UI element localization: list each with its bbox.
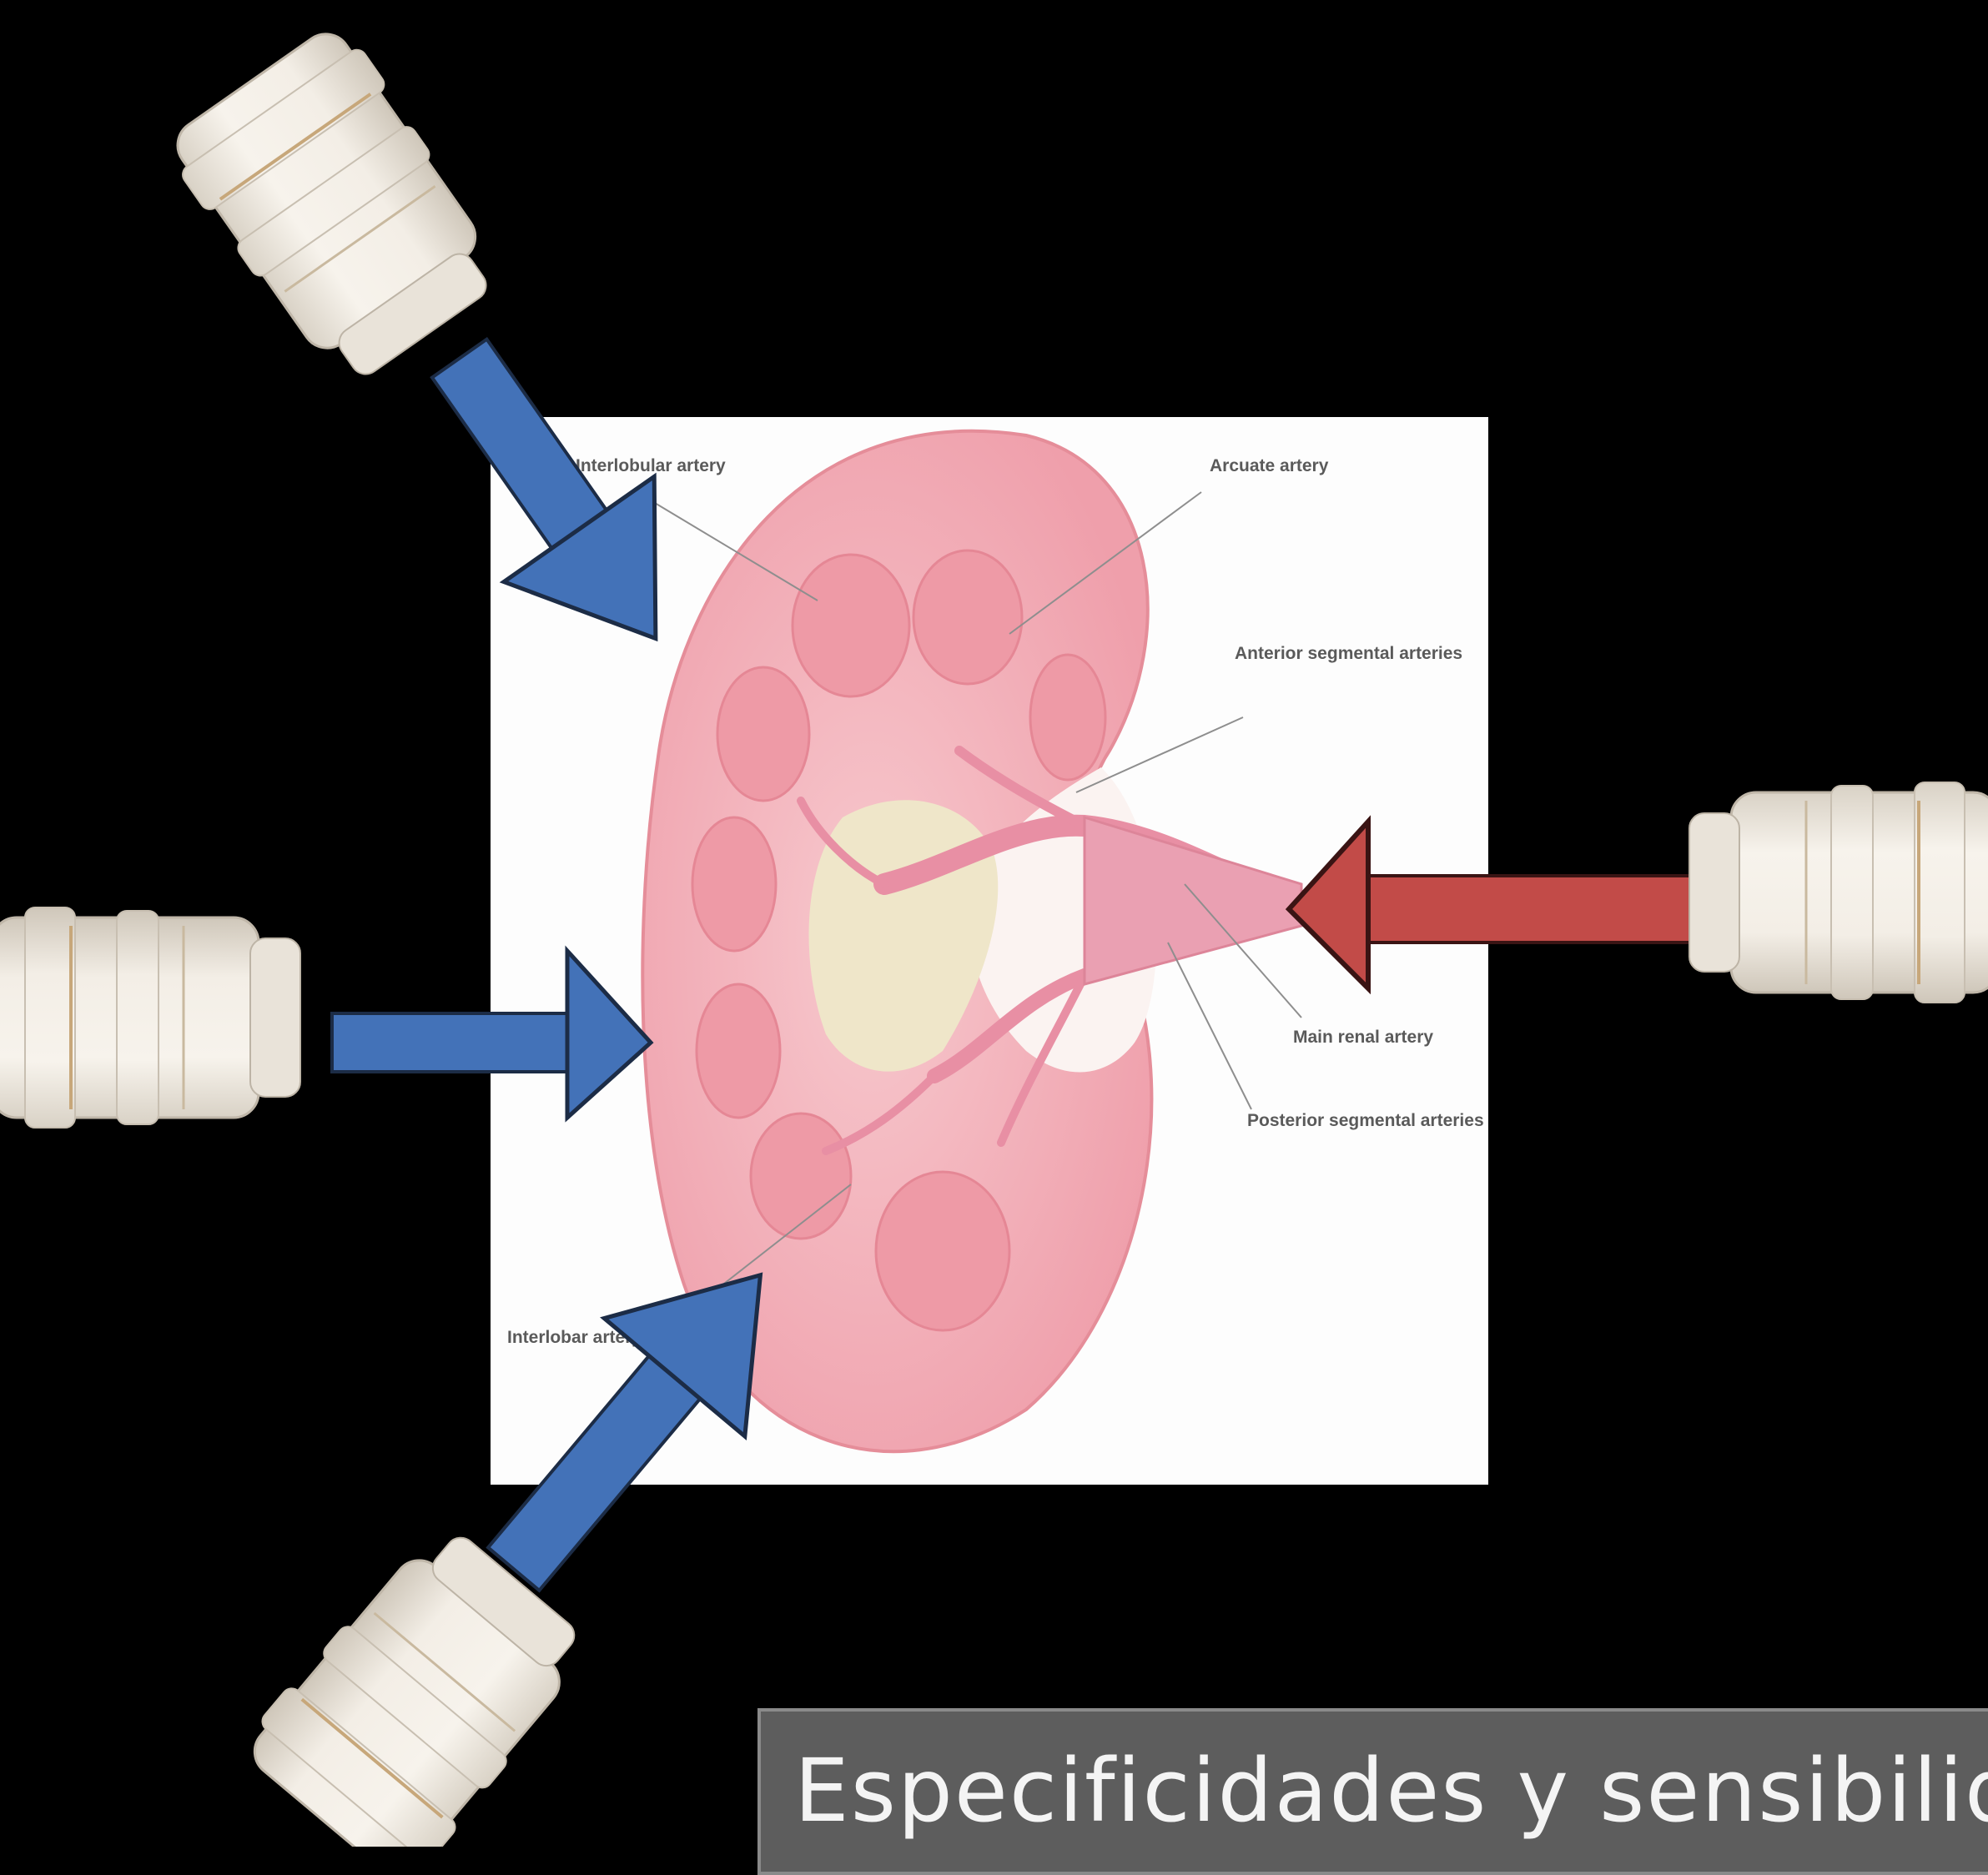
caption-text: Especificidades y sensibilida (794, 1740, 1988, 1842)
label-main-renal: Main renal artery (1293, 1028, 1433, 1047)
ultrasound-probe-icon (159, 18, 516, 398)
label-posterior-segmental: Posterior segmental arteries (1247, 1111, 1484, 1130)
ultrasound-probe-icon (0, 907, 300, 1128)
label-arcuate: Arcuate artery (1210, 456, 1329, 475)
caption-box: Especificidades y sensibilida (757, 1708, 1988, 1875)
label-anterior-segmental: Anterior segmental arteries (1235, 644, 1462, 663)
label-interlobular: Interlobular artery (576, 456, 726, 475)
arrow-red-icon (1289, 822, 1702, 988)
ultrasound-probe-icon (1689, 782, 1988, 1003)
